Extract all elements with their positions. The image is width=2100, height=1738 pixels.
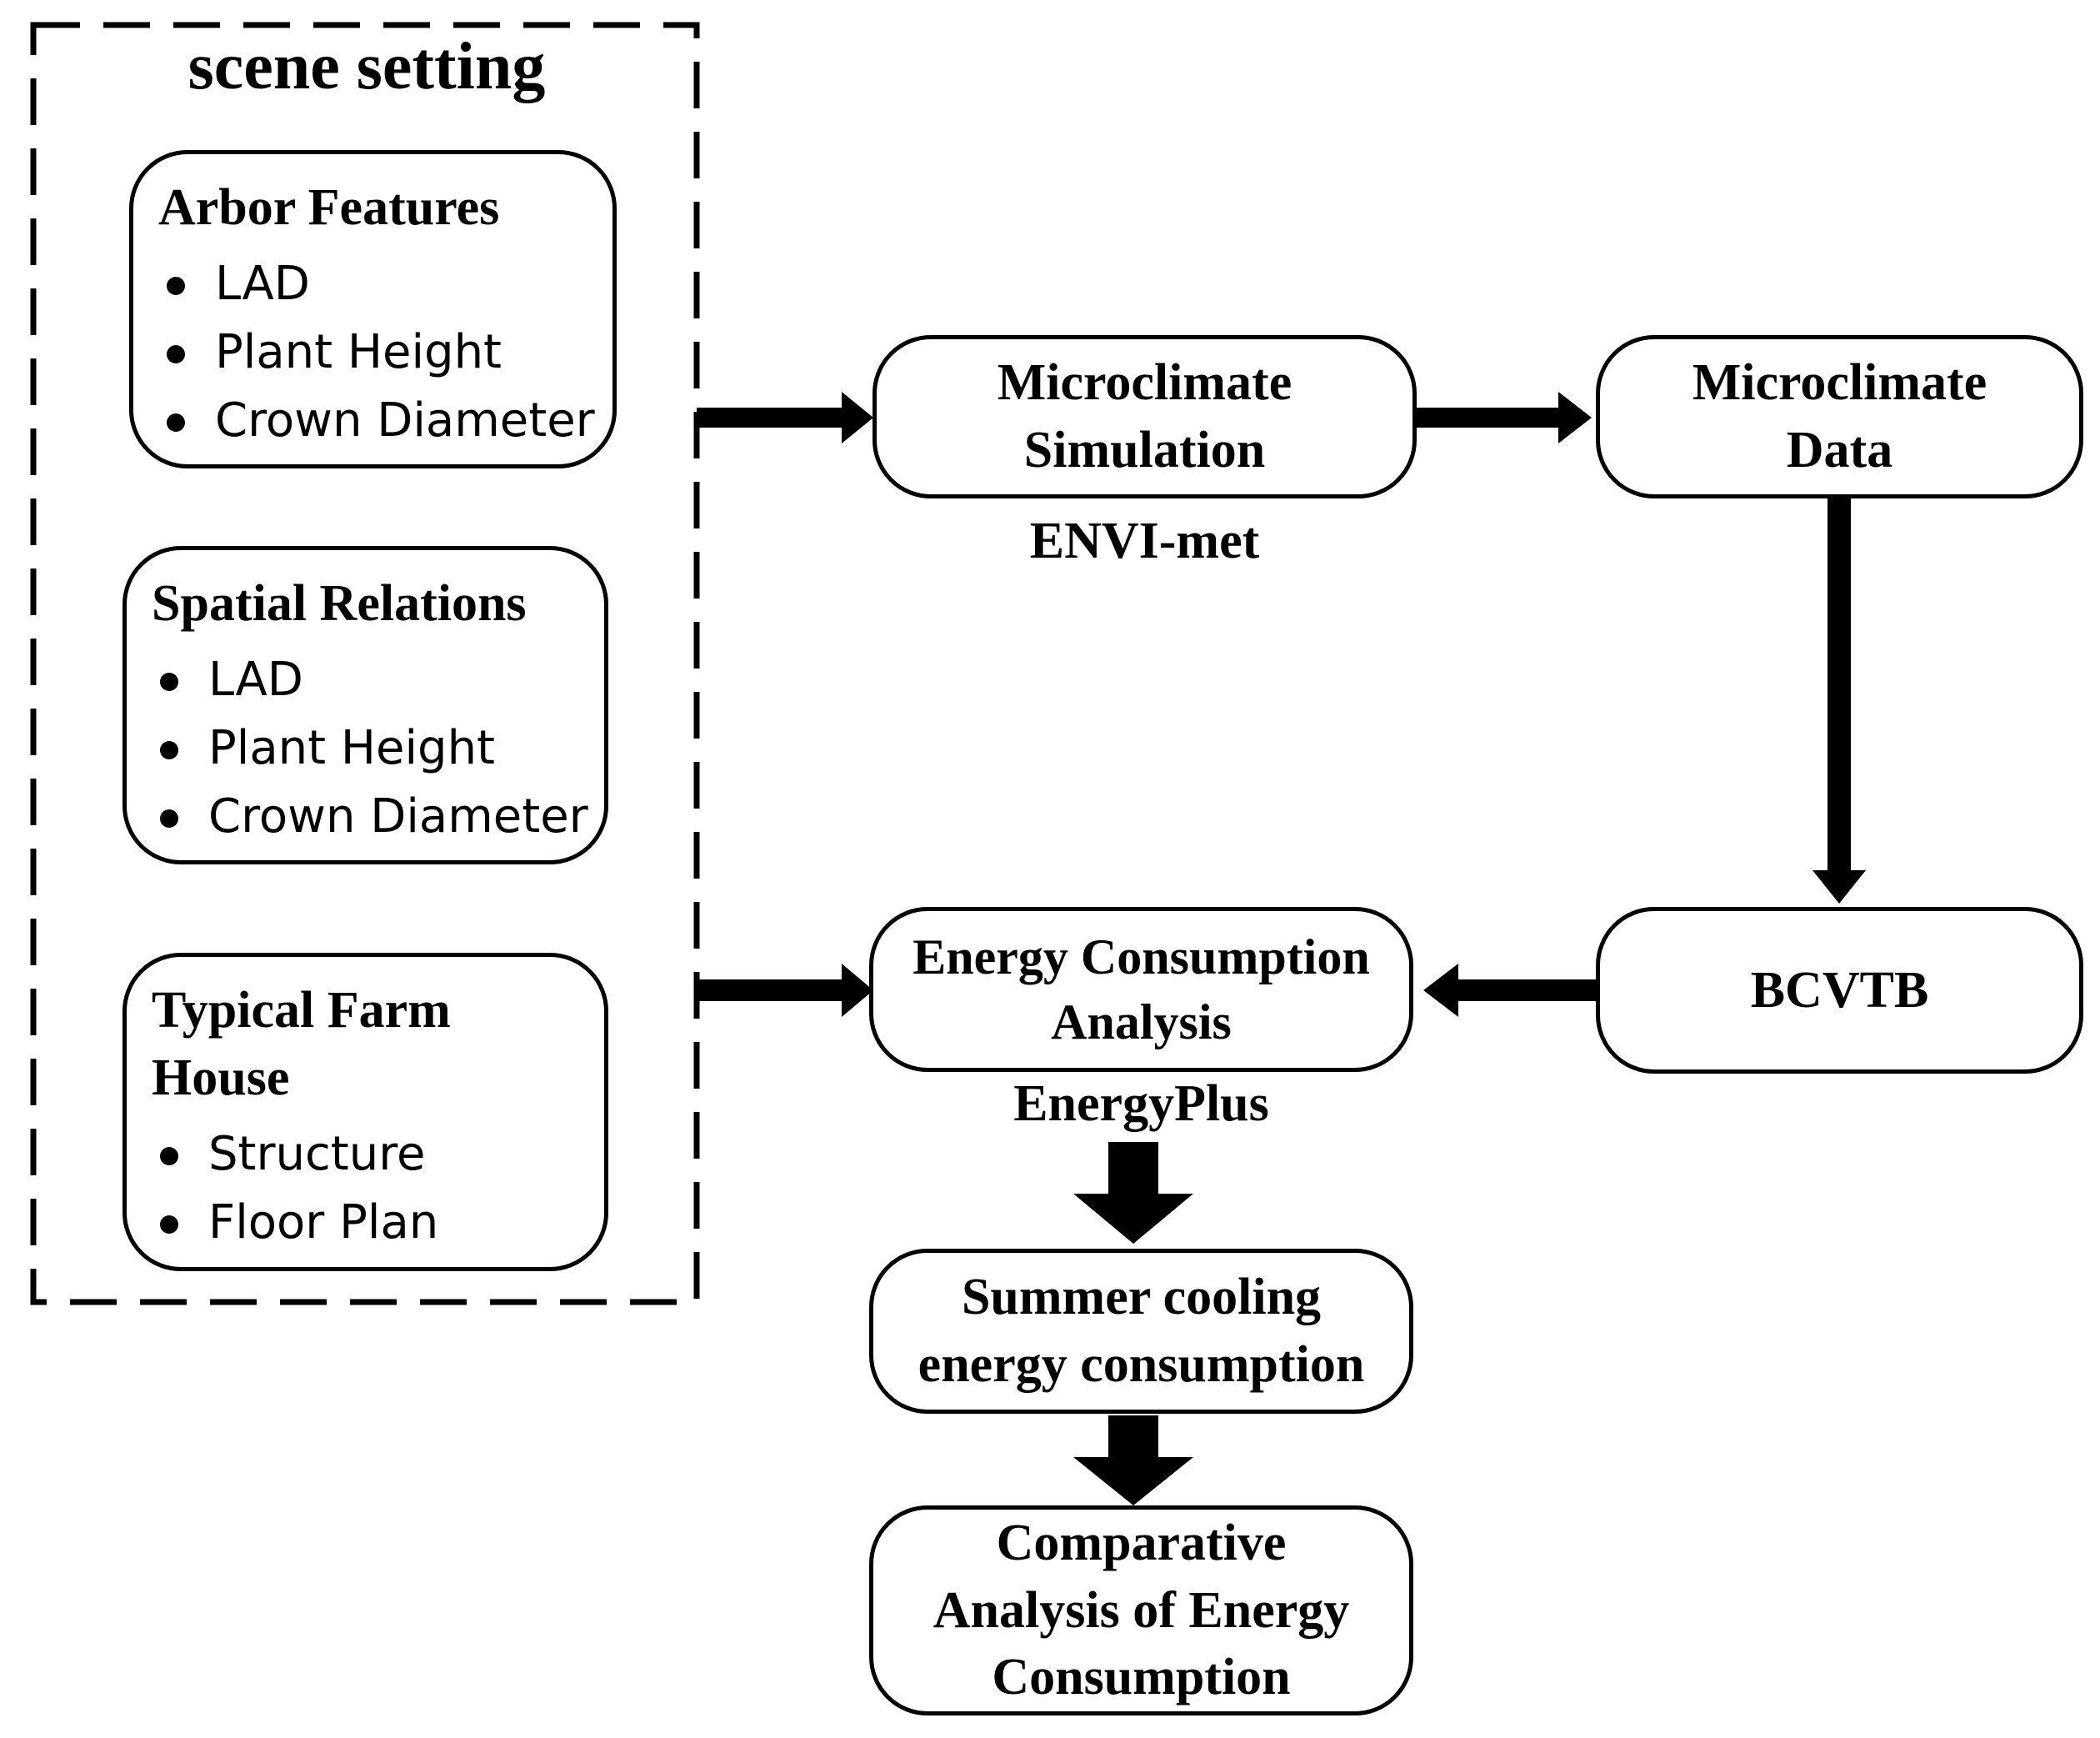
spatial-relations-list: LAD Plant Height Crown Diameter	[152, 646, 604, 851]
spatial-relations-box: Spatial Relations LAD Plant Height Crown…	[122, 546, 608, 864]
energyplus-label: EnergyPlus	[1013, 1075, 1269, 1132]
arrow-shaft-data-to-bcvtb	[1828, 498, 1851, 874]
typical-farm-house-box: Typical Farm House Structure Floor Plan	[122, 953, 608, 1271]
arrow-head-scene-to-analysis	[842, 964, 873, 1017]
list-item: Crown Diameter	[152, 783, 604, 851]
arrow-shaft-bcvtb-to-analysis	[1454, 979, 1596, 1001]
microclimate-simulation-box: Microclimate Simulation	[872, 335, 1417, 498]
envi-met-label: ENVI-met	[1029, 513, 1260, 569]
microclimate-data-label: Microclimate Data	[1692, 354, 1988, 478]
list-item: Floor Plan	[152, 1189, 604, 1257]
spatial-relations-title: Spatial Relations	[152, 575, 527, 632]
arbor-features-box: Arbor Features LAD Plant Height Crown Di…	[129, 150, 617, 468]
arbor-features-title: Arbor Features	[158, 179, 500, 236]
arrow-head-scene-to-simulation	[842, 392, 873, 443]
summer-cooling-label: Summer cooling energy consumption	[918, 1269, 1365, 1393]
comparative-analysis-label: Comparative Analysis of Energy Consumpti…	[932, 1515, 1350, 1706]
bcvtb-label: BCVTB	[1750, 961, 1929, 1019]
arbor-features-list: LAD Plant Height Crown Diameter	[158, 250, 612, 455]
list-item: Crown Diameter	[158, 387, 612, 455]
list-item: LAD	[158, 250, 612, 318]
energy-analysis-box: Energy Consumption Analysis	[869, 907, 1413, 1072]
arrow-shaft-scene-to-simulation	[697, 408, 847, 428]
comparative-analysis-box: Comparative Analysis of Energy Consumpti…	[869, 1505, 1413, 1715]
energy-analysis-label: Energy Consumption Analysis	[912, 929, 1370, 1049]
bcvtb-box: BCVTB	[1596, 907, 2083, 1074]
arrow-shaft-simulation-to-data	[1417, 408, 1562, 428]
typical-farm-house-list: Structure Floor Plan	[152, 1120, 604, 1257]
arrow-energyplus-to-summer	[1073, 1142, 1193, 1244]
scene-setting-frame	[30, 22, 700, 1305]
list-item: LAD	[152, 646, 604, 714]
list-item: Plant Height	[158, 318, 612, 387]
microclimate-data-box: Microclimate Data	[1596, 335, 2083, 498]
scene-setting-title: scene setting	[188, 30, 546, 103]
arrow-head-data-to-bcvtb	[1812, 870, 1866, 904]
arrow-shaft-scene-to-analysis	[697, 979, 847, 1001]
arrow-head-simulation-to-data	[1558, 392, 1592, 443]
typical-farm-house-title: Typical Farm House	[152, 982, 451, 1106]
list-item: Plant Height	[152, 714, 604, 783]
list-item: Structure	[152, 1120, 604, 1189]
summer-cooling-box: Summer cooling energy consumption	[869, 1249, 1413, 1414]
arrow-summer-to-comparative	[1073, 1415, 1193, 1505]
arrow-head-bcvtb-to-analysis	[1423, 964, 1458, 1017]
microclimate-simulation-label: Microclimate Simulation	[997, 354, 1292, 478]
